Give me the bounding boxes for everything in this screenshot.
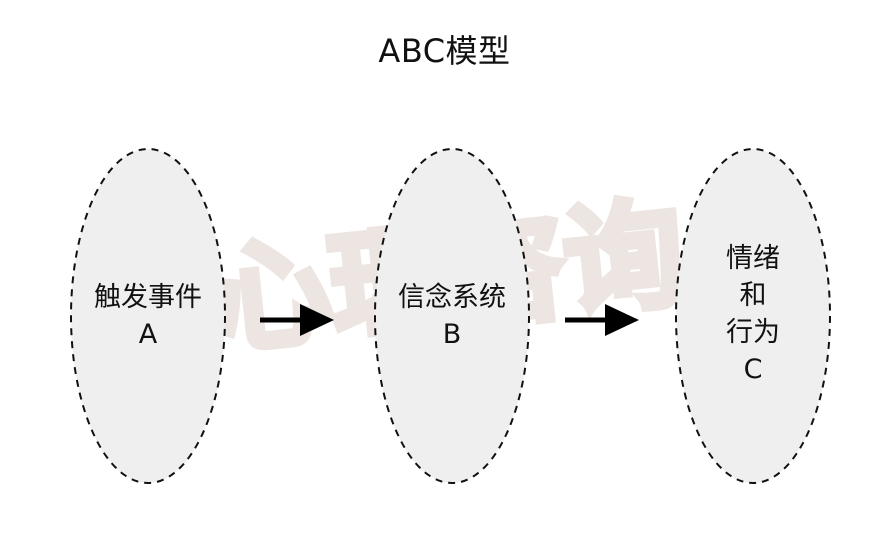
arrow-b-to-c bbox=[565, 304, 639, 336]
node-c-line-4: C bbox=[743, 354, 763, 385]
node-c-line-2: 和 bbox=[739, 280, 767, 311]
arrow-a-to-b bbox=[260, 304, 334, 336]
node-c-line-1: 情绪 bbox=[726, 243, 780, 274]
diagram-title: ABC模型 bbox=[378, 32, 511, 70]
node-a-line-1: 触发事件 bbox=[94, 282, 202, 313]
node-a-label: 触发事件 A bbox=[68, 279, 228, 353]
node-b-ellipse bbox=[374, 148, 530, 484]
node-c-line-3: 行为 bbox=[726, 317, 780, 348]
node-a-line-2: A bbox=[138, 319, 158, 350]
node-c-ellipse bbox=[675, 148, 831, 484]
node-b-label: 信念系统 B bbox=[372, 279, 532, 353]
node-b-line-2: B bbox=[442, 319, 462, 350]
node-c-label: 情绪 和 行为 C bbox=[673, 240, 833, 388]
node-b-line-1: 信念系统 bbox=[398, 282, 506, 313]
node-a-ellipse bbox=[70, 148, 226, 484]
